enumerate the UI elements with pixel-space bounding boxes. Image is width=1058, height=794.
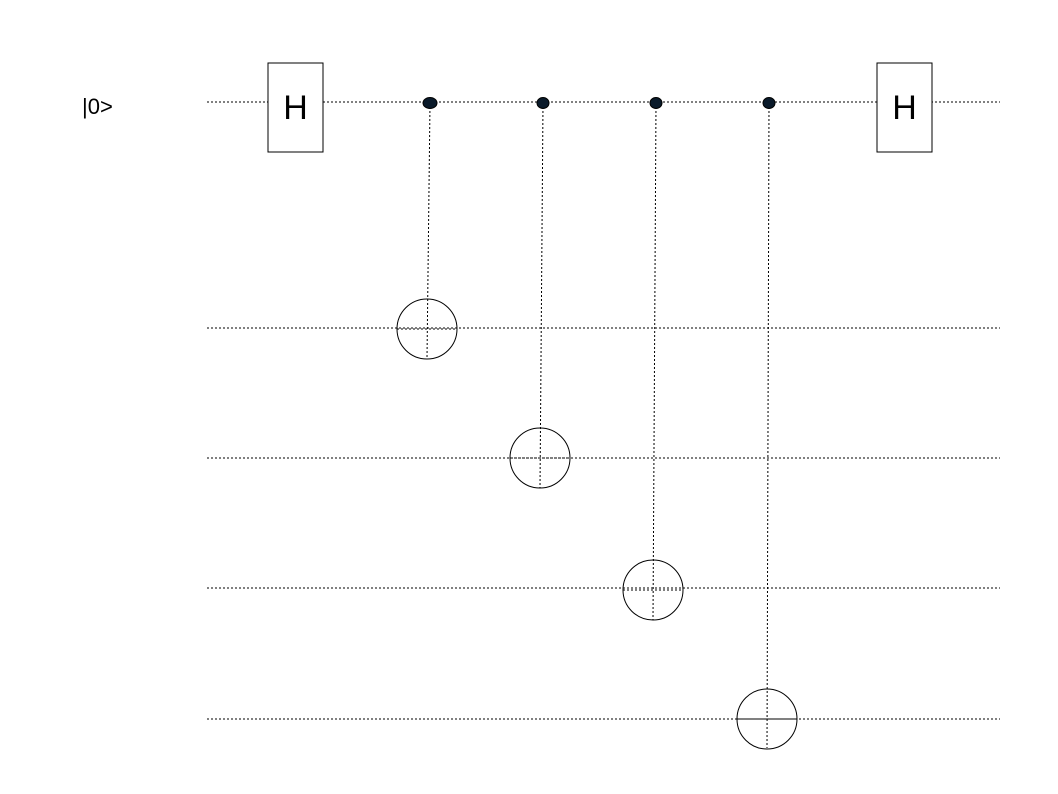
- cnot-control-dot: [762, 97, 776, 109]
- cnot-gate-2: [509, 97, 571, 489]
- hadamard-gate-box: [267, 62, 324, 153]
- hadamard-gate-label: H: [283, 89, 308, 127]
- cnot-control-dot: [536, 97, 550, 109]
- cnot-control-dot: [649, 97, 663, 109]
- cnot-control-line: [652, 102, 657, 621]
- cnot-gate-3: [622, 97, 684, 621]
- cnot-gate-4: [736, 97, 798, 750]
- hadamard-gate-label: H: [892, 89, 917, 127]
- cnot-gate-1: [396, 97, 458, 360]
- hadamard-gate-1: H: [267, 62, 324, 153]
- cnot-control-line: [766, 102, 770, 749]
- cnot-control-line: [426, 102, 431, 359]
- cnot-control-dot: [422, 97, 438, 109]
- hadamard-gate-2: H: [876, 62, 933, 153]
- cnot-control-line: [539, 102, 544, 489]
- qubit-wires: [207, 101, 1000, 720]
- hadamard-gate-box: [876, 62, 933, 153]
- qubit-label-0: |0>: [82, 94, 113, 119]
